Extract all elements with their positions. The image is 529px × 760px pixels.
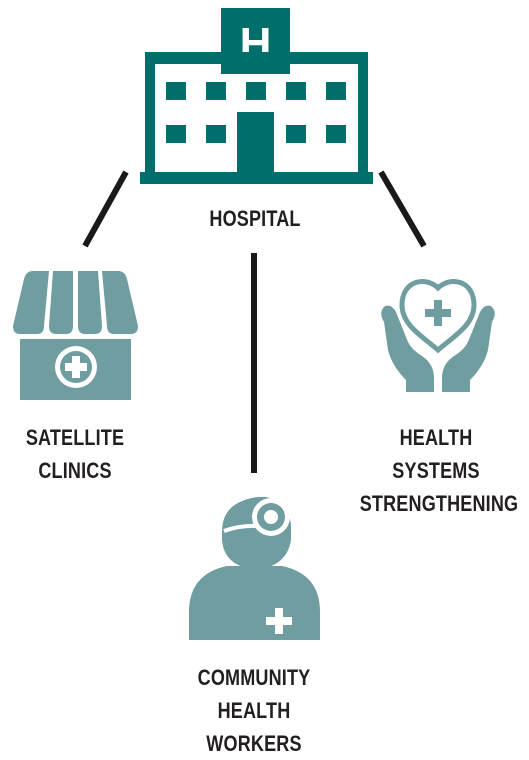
satellite-clinics-label: SATELLITE CLINICS — [25, 425, 125, 483]
hands-heart-icon — [381, 279, 495, 392]
connector-hospital-to-clinics — [82, 170, 129, 248]
community-health-workers-label: COMMUNITY HEALTH WORKERS — [197, 665, 311, 756]
hospital-building-icon: H — [140, 8, 373, 184]
health-systems-strengthening-label: HEALTH SYSTEMS STRENGTHENING — [359, 425, 519, 516]
health-worker-icon — [189, 496, 320, 640]
hospital-label: HOSPITAL — [209, 206, 301, 231]
connector-hospital-to-systems — [378, 170, 427, 248]
clinic-storefront-icon — [13, 271, 138, 400]
